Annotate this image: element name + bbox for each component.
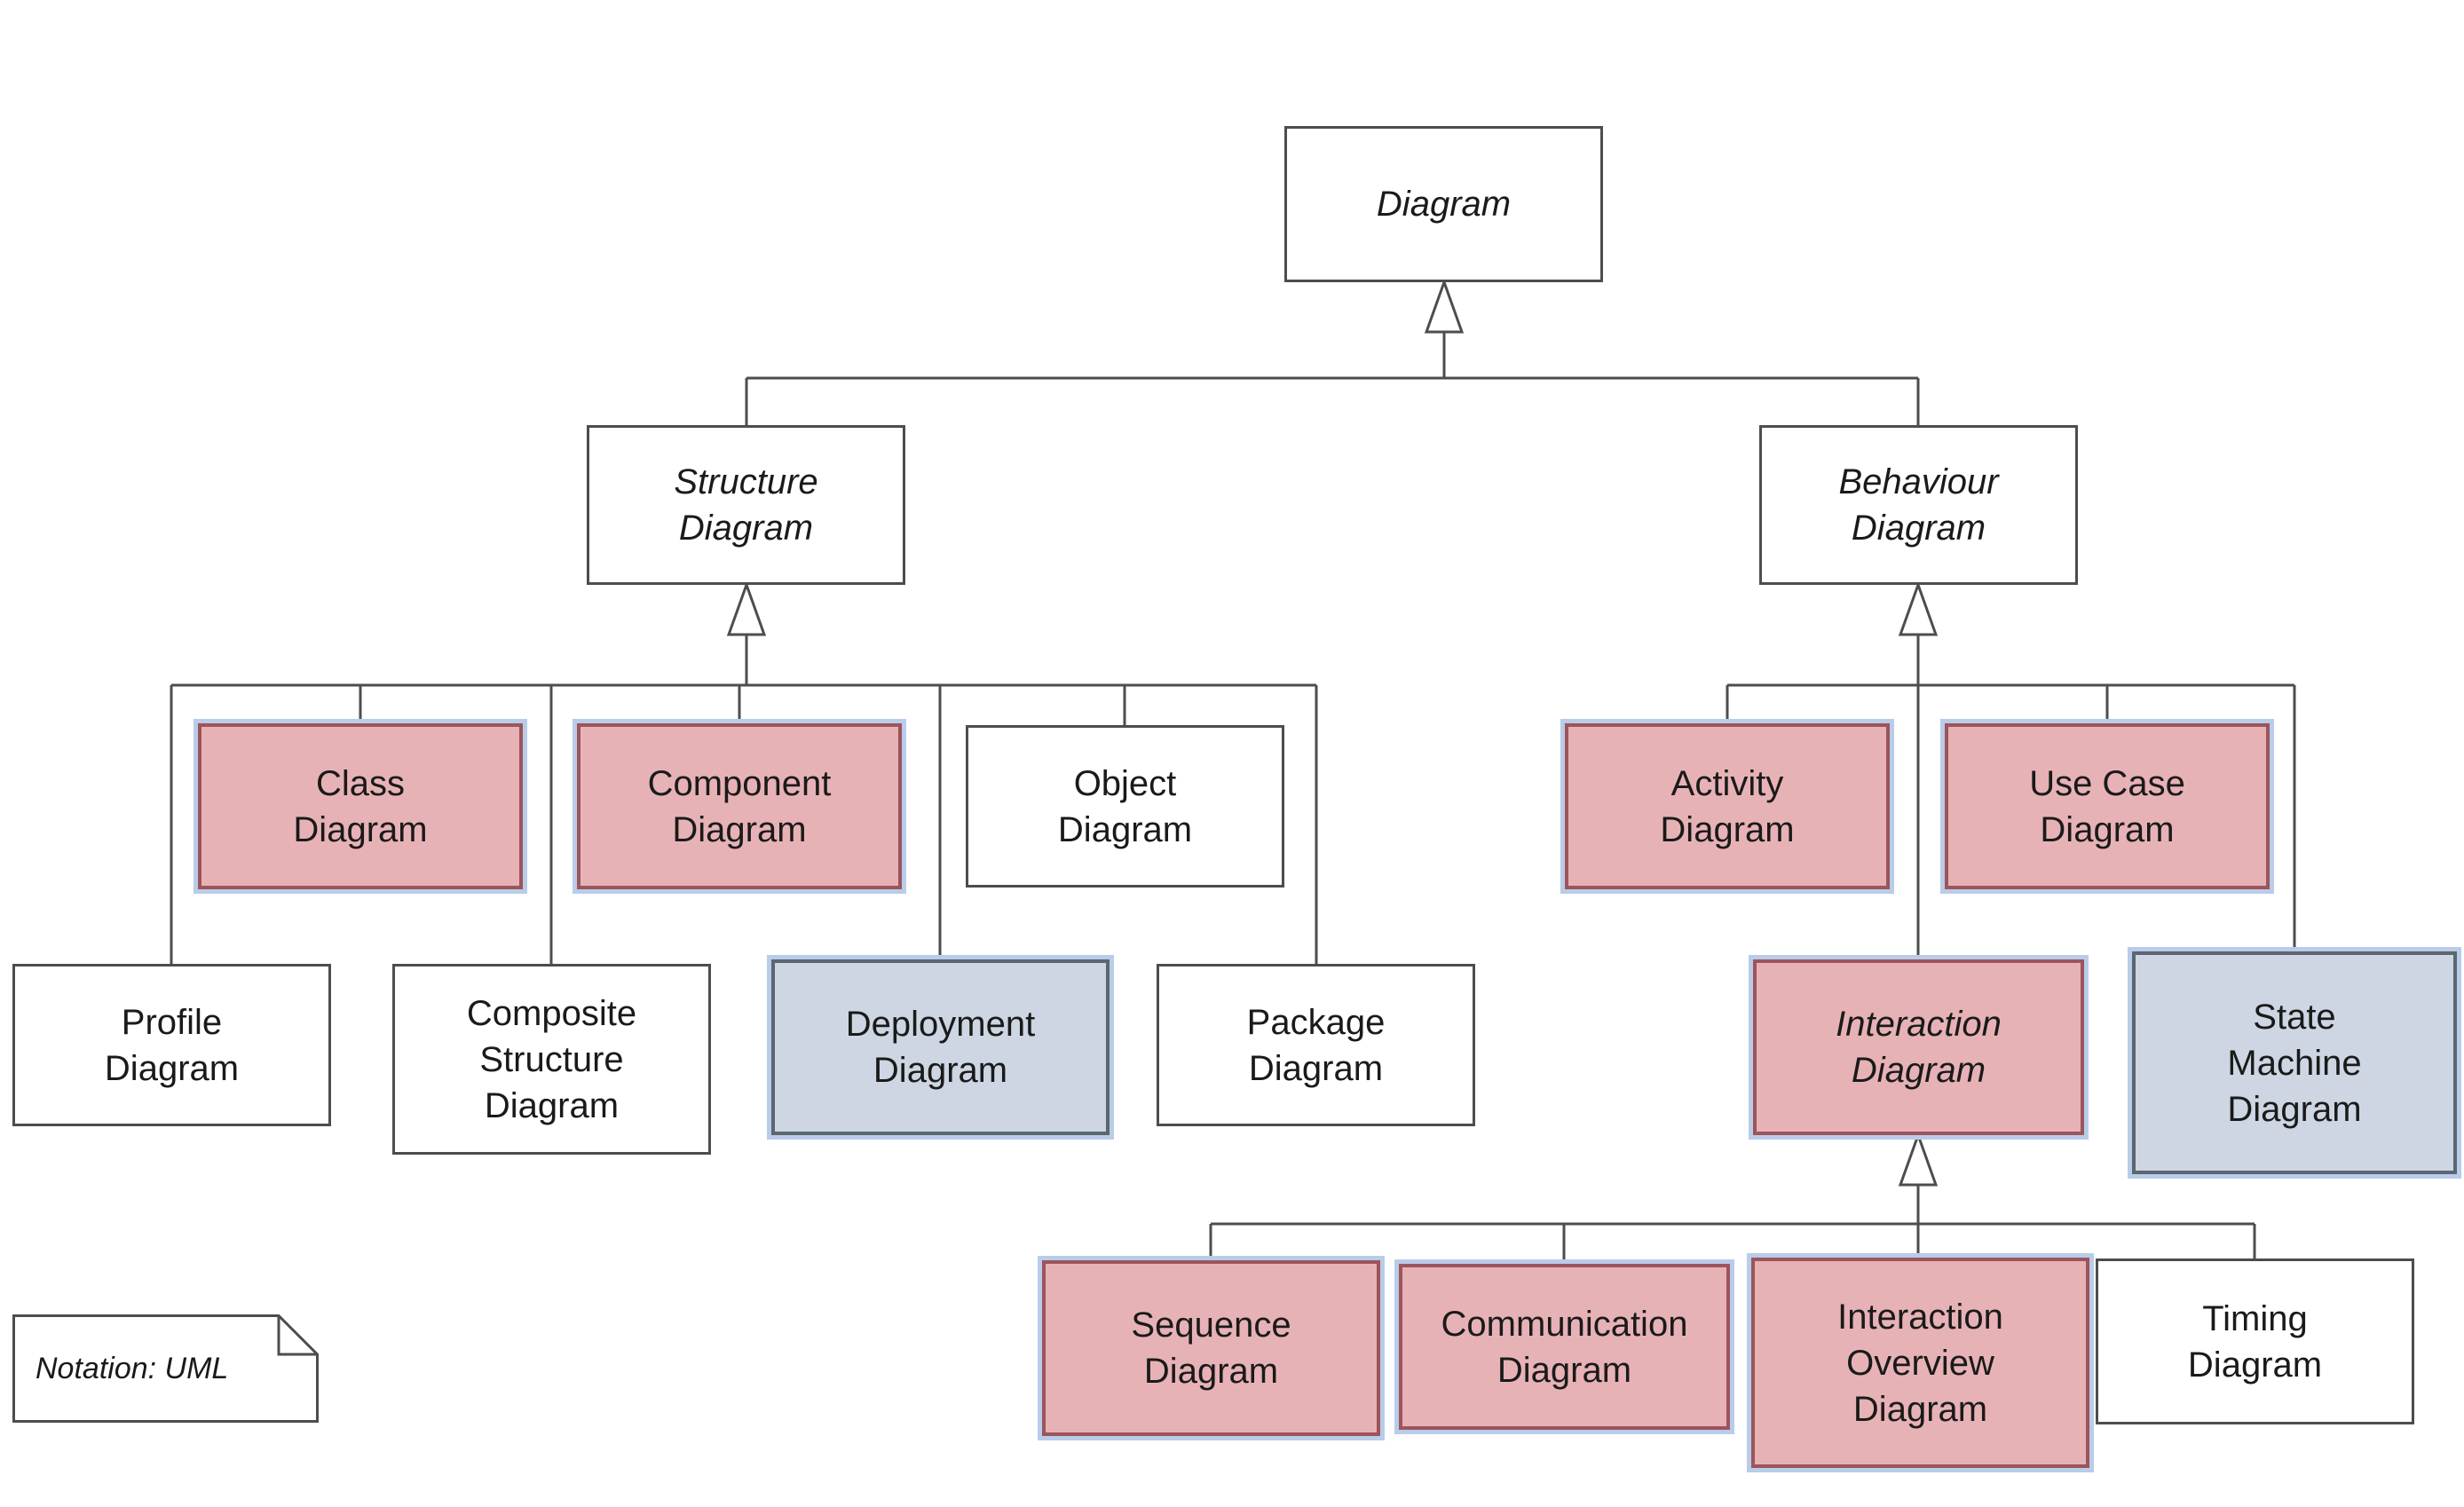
node-composite-structure-diagram: Composite Structure Diagram [392,964,711,1155]
node-activity-diagram: Activity Diagram [1565,723,1890,889]
node-behaviour-diagram: Behaviour Diagram [1759,425,2078,585]
node-sequence-diagram: Sequence Diagram [1042,1260,1380,1436]
note-outline [12,1314,319,1423]
node-structure-diagram: Structure Diagram [587,425,905,585]
note-shape [12,1314,319,1423]
node-state-machine-diagram: State Machine Diagram [2132,951,2457,1174]
node-timing-diagram: Timing Diagram [2096,1258,2414,1424]
node-diagram: Diagram [1284,126,1603,282]
node-object-diagram: Object Diagram [966,725,1284,888]
uml-notation-note-label: Notation: UML [36,1351,229,1385]
node-component-diagram: Component Diagram [577,723,902,889]
generalization-arrowhead-icon [1898,580,1939,636]
node-communication-diagram: Communication Diagram [1399,1264,1730,1430]
node-class-diagram: Class Diagram [198,723,523,889]
uml-notation-note: Notation: UML [12,1314,319,1423]
generalization-arrowhead-icon [726,580,767,636]
node-package-diagram: Package Diagram [1157,964,1475,1126]
note-folded-corner-icon [277,1315,318,1356]
node-use-case-diagram: Use Case Diagram [1945,723,2270,889]
generalization-arrowhead-icon [1424,278,1465,334]
node-interaction-diagram: Interaction Diagram [1753,959,2084,1135]
generalization-arrowhead-icon [1898,1131,1939,1187]
node-deployment-diagram: Deployment Diagram [771,959,1110,1135]
node-profile-diagram: Profile Diagram [12,964,331,1126]
node-interaction-overview-diagram: Interaction Overview Diagram [1751,1258,2089,1468]
